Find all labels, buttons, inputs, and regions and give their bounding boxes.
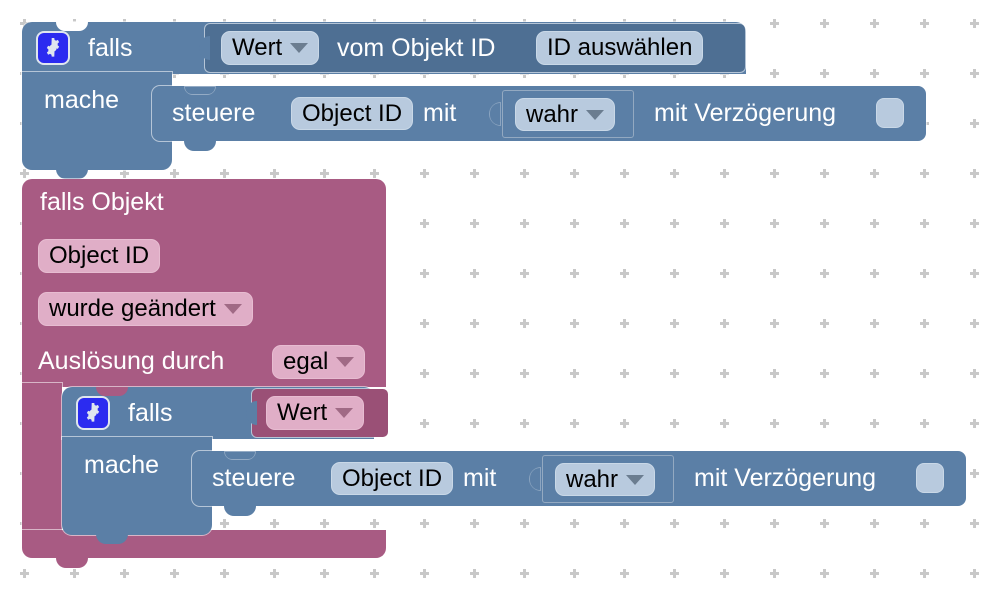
nested-if-block-bottom-tab <box>96 533 128 544</box>
falls-objekt-label: falls Objekt <box>40 188 164 216</box>
gear-icon[interactable] <box>36 31 70 65</box>
nested-stack-top-notch <box>96 387 128 396</box>
target-object-field[interactable]: Object ID <box>291 97 414 130</box>
stack-top-notch <box>56 22 88 31</box>
mit-label: mit <box>423 99 457 127</box>
value-dropdown-field[interactable]: Wert <box>266 396 365 430</box>
gear-icon[interactable] <box>76 396 110 430</box>
event-block-bottom-tab <box>56 557 88 568</box>
event-object-id-field[interactable]: Object ID <box>38 239 161 273</box>
steuere-label: steuere <box>172 99 256 127</box>
chevron-down-icon <box>335 408 354 418</box>
value-socket <box>199 36 210 60</box>
event-source-field[interactable]: egal <box>272 345 366 379</box>
nested-delay-label: mit Verzögerung <box>694 464 877 492</box>
do-label: mache <box>44 86 120 114</box>
nested-if-label: falls <box>128 399 173 427</box>
nested-value-socket <box>246 401 257 425</box>
event-trigger-field[interactable]: wurde geändert <box>38 292 253 326</box>
control-object-top-notch <box>184 86 216 95</box>
delay-label: mit Verzögerung <box>654 99 837 127</box>
ausloesung-durch-label: Auslösung durch <box>38 347 225 375</box>
nested-if-block-body-wrap[interactable] <box>62 437 212 535</box>
event-block-left-column <box>22 383 62 538</box>
chevron-down-icon <box>626 474 645 485</box>
nested-target-object-field[interactable]: Object ID <box>331 462 454 495</box>
value-dropdown-field[interactable]: Wert <box>221 31 320 65</box>
nested-control-object-top-notch <box>224 451 256 460</box>
control-object-bottom-tab <box>184 140 216 151</box>
chevron-down-icon <box>223 304 242 314</box>
delay-checkbox[interactable] <box>876 98 904 128</box>
nested-delay-checkbox[interactable] <box>916 463 944 493</box>
chevron-down-icon <box>336 357 355 367</box>
nested-do-label: mache <box>84 451 160 479</box>
object-id-select-field[interactable]: ID auswählen <box>536 31 704 65</box>
if-block-bottom-tab <box>56 168 88 179</box>
boolean-dropdown-field[interactable]: wahr <box>515 98 616 131</box>
chevron-down-icon <box>290 43 309 53</box>
nested-control-object-bottom-tab <box>224 505 256 516</box>
nested-boolean-dropdown-field[interactable]: wahr <box>555 463 656 496</box>
nested-boolean-socket <box>529 467 541 491</box>
if-label: falls <box>88 34 133 62</box>
chevron-down-icon <box>586 109 605 120</box>
if-block-body-wrap[interactable] <box>22 72 172 170</box>
vom-objekt-id-label: vom Objekt ID <box>337 34 496 62</box>
nested-mit-label: mit <box>463 464 497 492</box>
nested-steuere-label: steuere <box>212 464 296 492</box>
boolean-socket <box>489 102 501 126</box>
